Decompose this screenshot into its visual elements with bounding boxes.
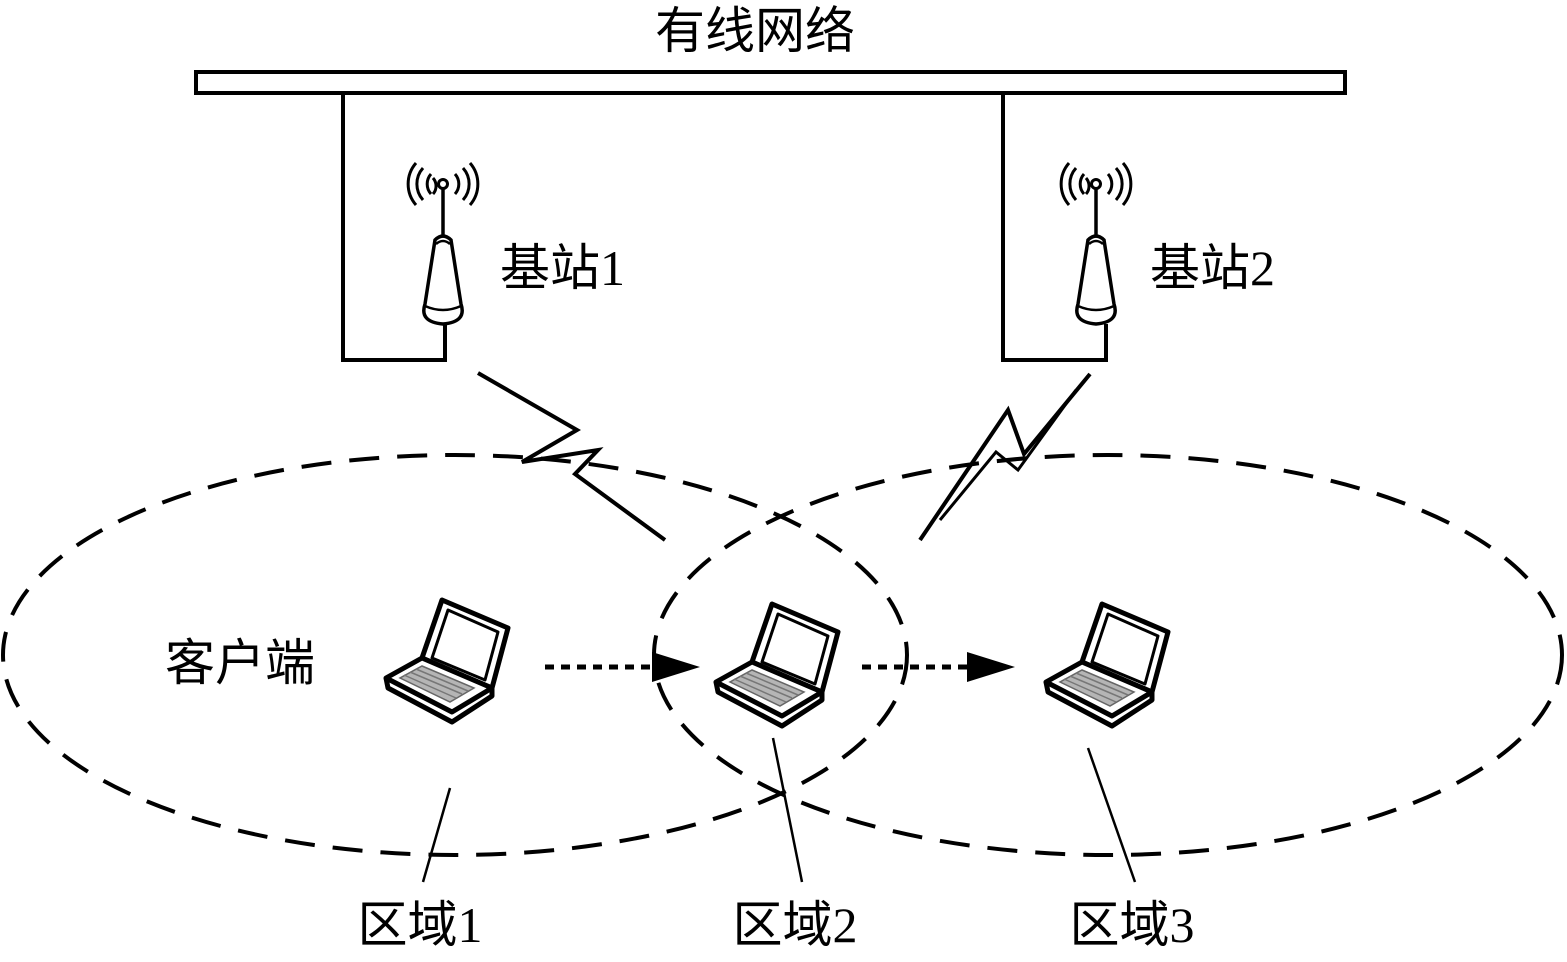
zone-3-leader [1086,747,1137,883]
dotted-arrow-icon [862,652,1015,682]
laptop-icon [386,600,508,722]
zone-1-label: 区域1 [358,897,483,953]
client-label: 客户端 [165,635,315,691]
zone-2-leader [771,737,804,883]
zone-3-label: 区域3 [1070,897,1195,953]
wire-base-station-1 [341,93,447,362]
laptop-icon [1046,604,1168,726]
antenna-icon [1059,161,1133,326]
wired-network-bus [194,70,1347,95]
laptop-icon [716,604,838,726]
lightning-bolt-icon [938,389,1078,521]
antenna-icon [406,161,480,326]
zone-2-label: 区域2 [733,897,858,953]
coverage-zone-1 [1,453,909,857]
dotted-arrow-icon [545,652,700,682]
base-station-1-label: 基站1 [500,240,625,296]
zone-1-leader [421,787,452,883]
wire-base-station-2 [1001,93,1108,362]
lightning-bolt-icon [477,371,667,542]
wired-network-label: 有线网络 [655,3,855,59]
base-station-2-label: 基站2 [1150,240,1275,296]
